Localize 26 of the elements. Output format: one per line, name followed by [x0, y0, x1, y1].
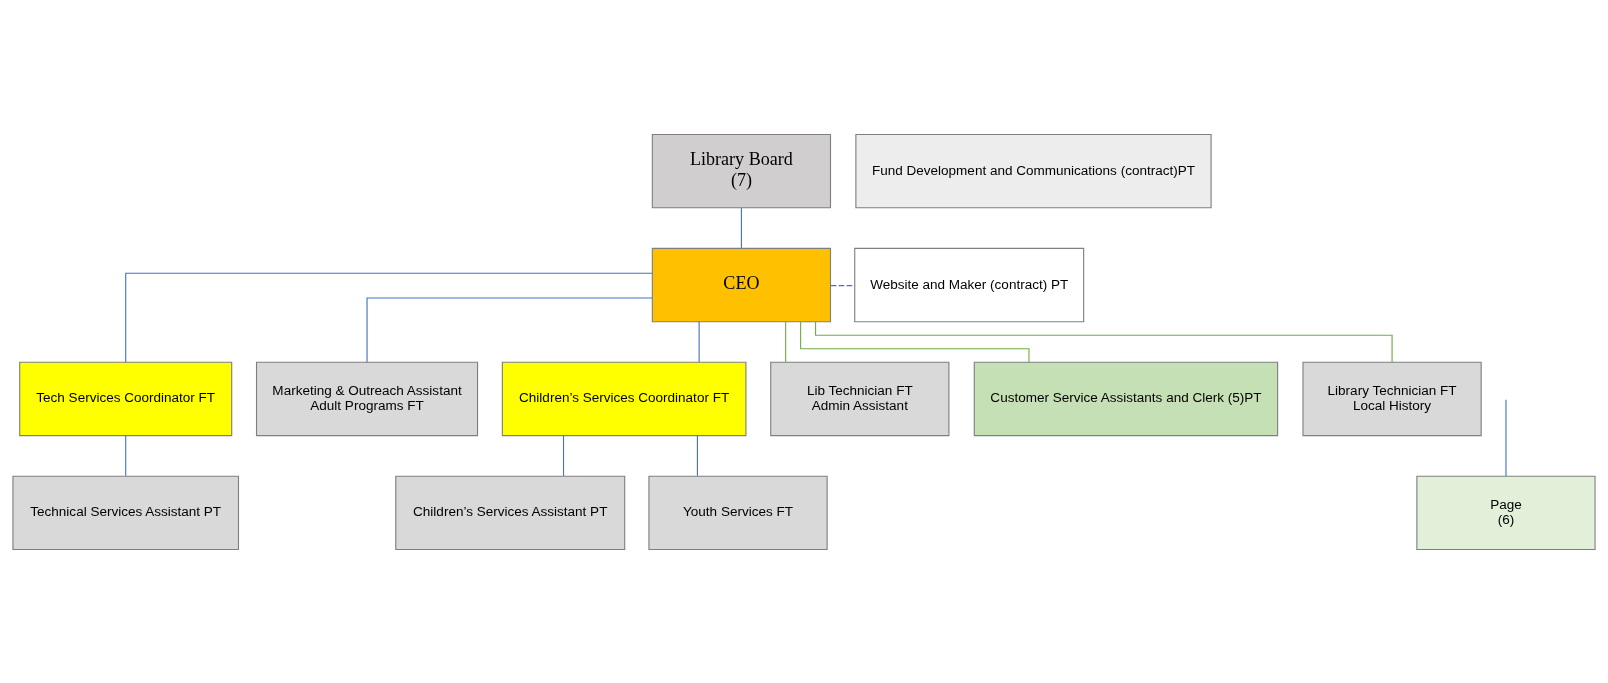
connector: [800, 320, 1030, 362]
connector: [785, 320, 787, 363]
node-box: Tech Services Coordinator FT: [19, 361, 233, 436]
connector: [366, 296, 653, 363]
connector: [815, 321, 1393, 363]
connector: [698, 320, 700, 363]
node-box: Fund Development and Communications (contract)PT: [855, 133, 1212, 208]
connector: [125, 272, 653, 363]
connector: [562, 434, 565, 476]
node-box: Children’s Services Coordinator FT: [501, 361, 747, 436]
node-box: Website and Maker (contract) PT: [854, 247, 1085, 322]
node-box: Technical Services Assistant PT: [12, 475, 240, 550]
node-box: Children’s Services Assistant PT: [395, 475, 626, 550]
node-box: Lib Technician FT Admin Assistant: [770, 361, 950, 436]
connector: [740, 206, 742, 249]
node-box: CEO: [651, 247, 832, 322]
node-box: Customer Service Assistants and Clerk (5)PT: [973, 361, 1279, 436]
node-box: Library Technician FT Local History: [1302, 361, 1482, 436]
node-box: Marketing & Outreach Assistant Adult Programs FT: [255, 361, 479, 436]
node-box: Youth Services FT: [648, 475, 828, 550]
connector: [696, 434, 698, 476]
connector: [125, 434, 127, 476]
connector: [830, 284, 856, 286]
node-box: Library Board (7): [651, 133, 832, 208]
connector: [1505, 398, 1507, 477]
node-box: Page (6): [1416, 475, 1596, 550]
